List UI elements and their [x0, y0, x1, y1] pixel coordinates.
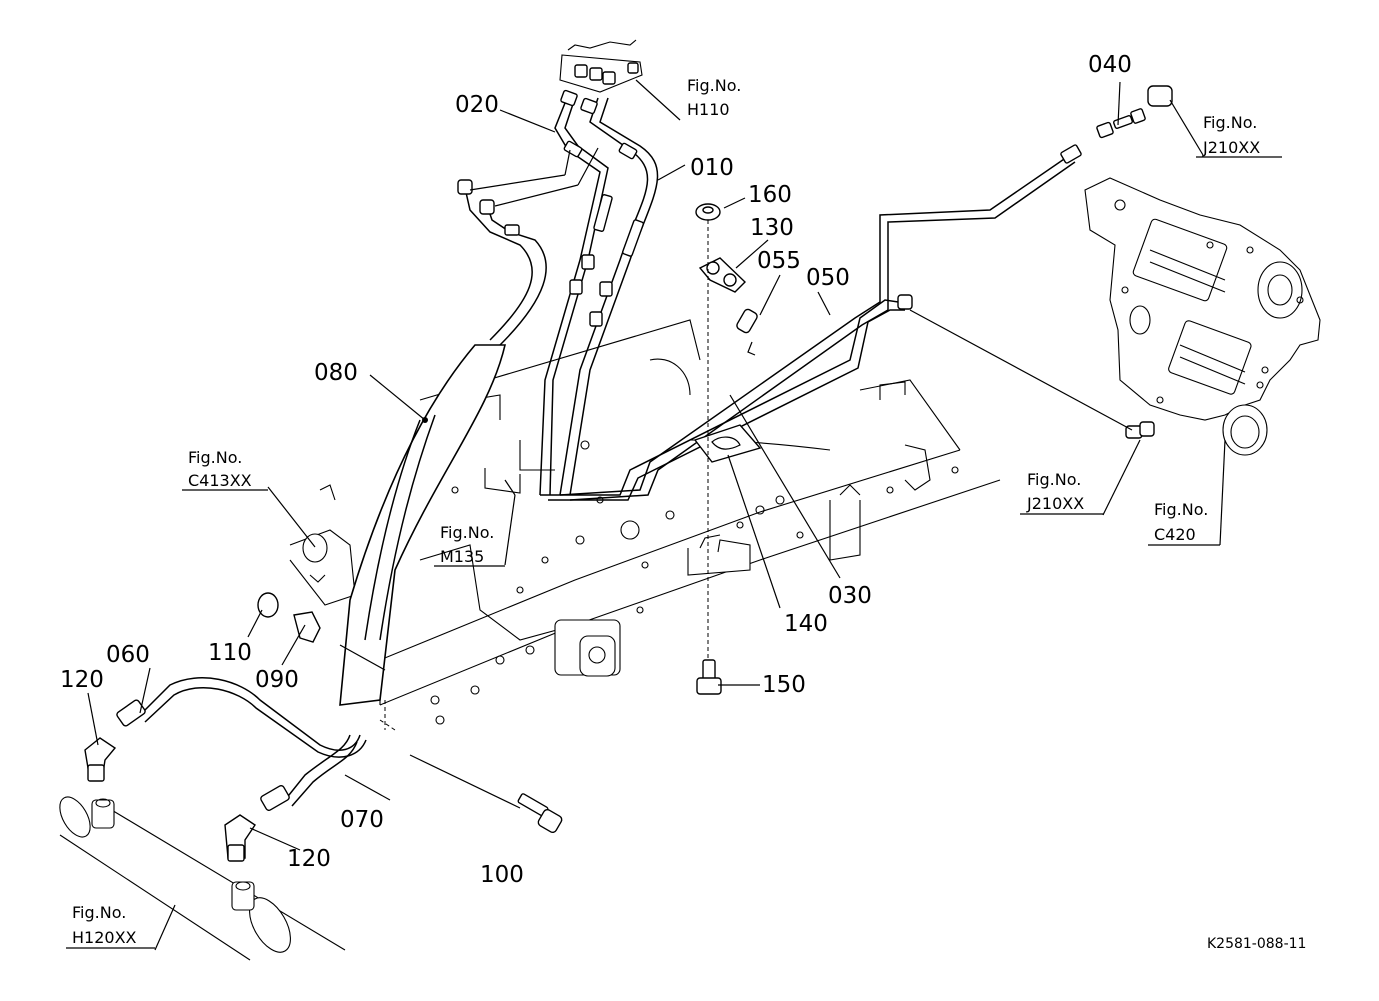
figure-ref-h120[interactable]: Fig.No. H120XX: [66, 903, 155, 949]
svg-text:H110: H110: [687, 100, 730, 119]
part-label-055[interactable]: 055: [757, 248, 801, 274]
part-label-110[interactable]: 110: [208, 640, 252, 666]
svg-text:Fig.No.: Fig.No.: [440, 523, 494, 542]
part-label-050[interactable]: 050: [806, 265, 850, 291]
part-label-020[interactable]: 020: [455, 92, 499, 118]
svg-text:Fig.No.: Fig.No.: [188, 448, 242, 467]
figure-ref-c420[interactable]: Fig.No. C420: [1148, 500, 1220, 546]
pipe-020a: [539, 97, 601, 496]
transmission-housing: [1084, 177, 1321, 456]
svg-text:J210XX: J210XX: [1202, 138, 1260, 157]
svg-text:Fig.No.: Fig.No.: [1027, 470, 1081, 489]
part-label-060[interactable]: 060: [106, 642, 150, 668]
part-label-120a[interactable]: 120: [60, 667, 104, 693]
part-label-070[interactable]: 070: [340, 807, 384, 833]
figure-ref-c413[interactable]: Fig.No. C413XX: [182, 448, 268, 491]
svg-text:Fig.No.: Fig.No.: [72, 903, 126, 922]
pipe-020b: [464, 187, 533, 341]
part-label-120b[interactable]: 120: [287, 846, 331, 872]
svg-text:J210XX: J210XX: [1026, 494, 1084, 513]
part-label-160[interactable]: 160: [748, 182, 792, 208]
part-label-140[interactable]: 140: [784, 611, 828, 637]
figure-ref-h110[interactable]: Fig.No. H110: [687, 76, 741, 119]
pipe-070: [284, 734, 351, 801]
leader-lines: [87, 79, 1226, 951]
svg-text:Fig.No.: Fig.No.: [687, 76, 741, 95]
part-number-labels: 010 020 030 040 050 055 060 070 080 090 …: [60, 52, 1132, 888]
drawing-code: K2581-088-11: [1207, 936, 1306, 952]
pipe-060: [139, 677, 361, 751]
fittings: [84, 85, 1173, 862]
svg-text:Fig.No.: Fig.No.: [1203, 113, 1257, 132]
svg-text:Fig.No.: Fig.No.: [1154, 500, 1208, 519]
part-label-100[interactable]: 100: [480, 862, 524, 888]
svg-text:C420: C420: [1154, 525, 1196, 544]
pipe-050: [559, 154, 1071, 496]
part-label-150[interactable]: 150: [762, 672, 806, 698]
part-label-030[interactable]: 030: [828, 583, 872, 609]
part-label-010[interactable]: 010: [690, 155, 734, 181]
figure-ref-j210-bottom[interactable]: Fig.No. J210XX: [1020, 470, 1104, 515]
svg-text:H120XX: H120XX: [72, 928, 137, 947]
valve-manifold: [559, 39, 643, 93]
frame-holes: [430, 440, 959, 725]
lift-cylinder: [59, 796, 346, 961]
svg-text:C413XX: C413XX: [188, 471, 252, 490]
svg-text:M135: M135: [440, 547, 484, 566]
figure-references: Fig.No. H110 Fig.No. J210XX Fig.No. J210…: [66, 76, 1282, 949]
part-label-090[interactable]: 090: [255, 667, 299, 693]
part-label-130[interactable]: 130: [750, 215, 794, 241]
part-label-040[interactable]: 040: [1088, 52, 1132, 78]
pipe-030: [540, 299, 906, 496]
figure-ref-m135[interactable]: Fig.No. M135: [434, 523, 505, 567]
part-label-080[interactable]: 080: [314, 360, 358, 386]
figure-ref-j210-top[interactable]: Fig.No. J210XX: [1196, 113, 1282, 158]
